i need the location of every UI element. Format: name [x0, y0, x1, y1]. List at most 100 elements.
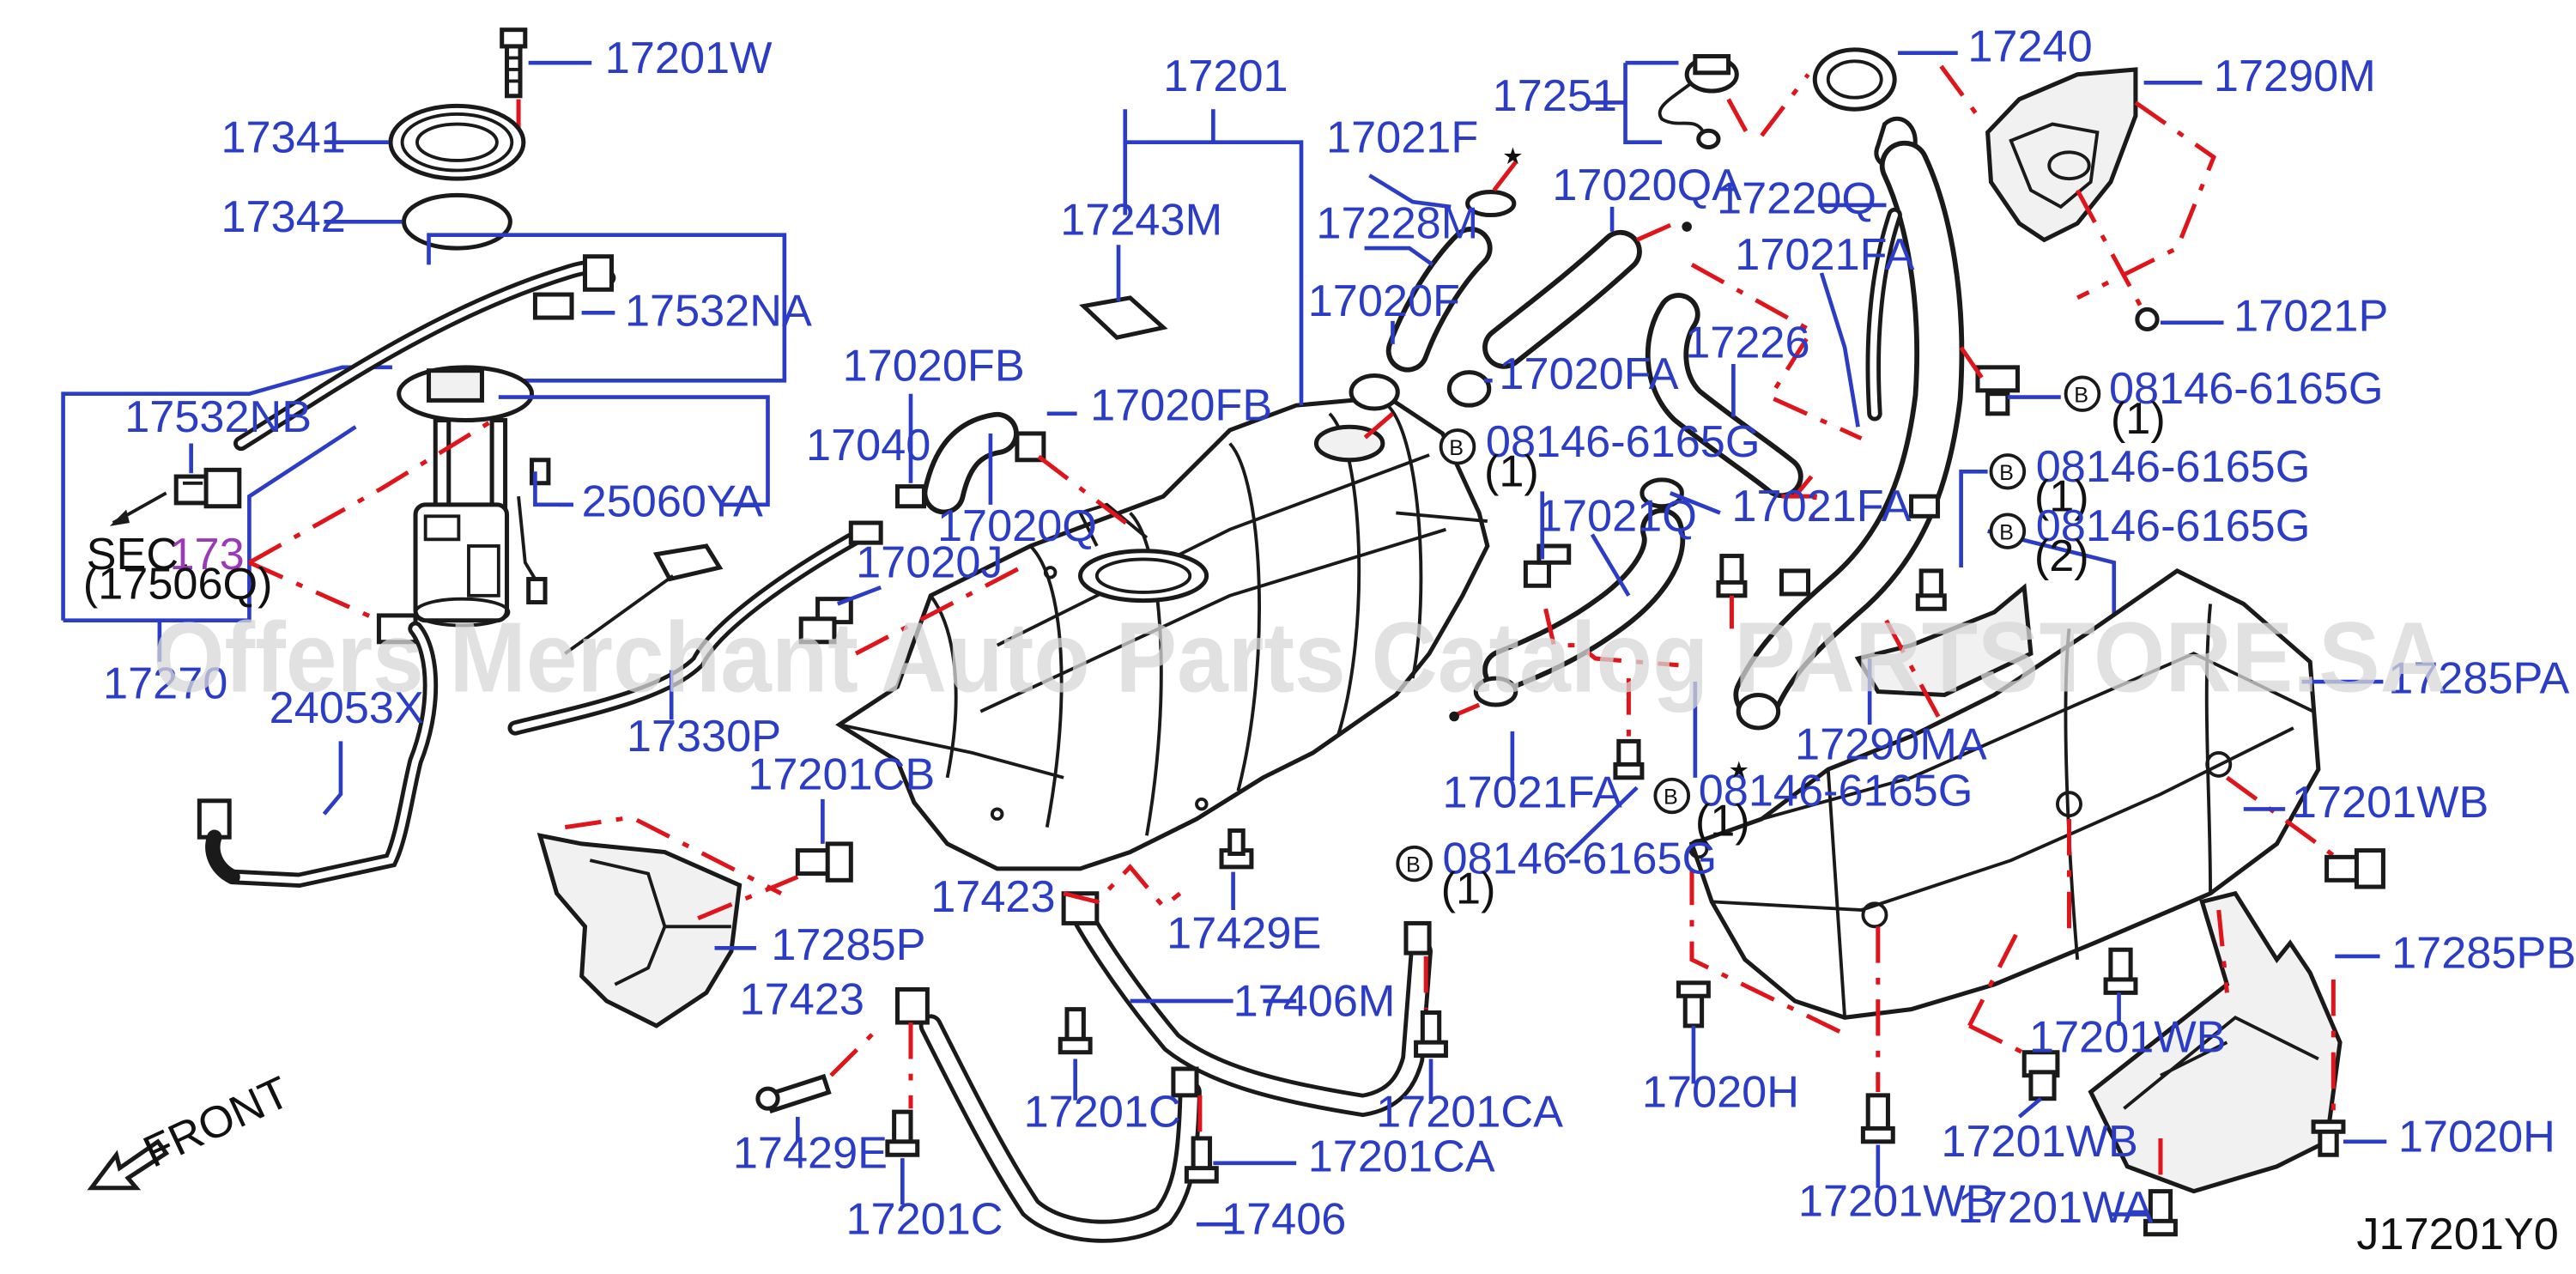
label-08146-e: 08146-6165G: [1699, 767, 1973, 816]
label-17201wb-a: 17201WB: [2292, 778, 2489, 828]
label-17020fb-b: 17020FB: [1090, 381, 1272, 431]
figure-id: J17201Y0: [2356, 1210, 2558, 1259]
label-17201: 17201: [1163, 52, 1288, 101]
bolt-17201wa: [2143, 1189, 2178, 1237]
label-17251: 17251: [1493, 71, 1617, 121]
label-qty-b: (1): [1484, 447, 1539, 497]
label-17020j: 17020J: [856, 538, 1003, 588]
label-17423-a: 17423: [930, 872, 1055, 922]
label-17021q: 17021Q: [1537, 492, 1697, 542]
bolt-17020h-2: [2311, 1119, 2346, 1157]
label-17429e-a: 17429E: [1167, 908, 1321, 958]
label-17201w: 17201W: [605, 33, 773, 83]
label-17020h-b: 17020H: [2398, 1112, 2555, 1162]
label-08146-c: 08146-6165G: [2036, 442, 2311, 492]
strap-17406: [894, 987, 1202, 1243]
label-qty-e: (1): [1695, 796, 1750, 846]
front-label: FRONT: [136, 1067, 298, 1177]
bolt-17020h-1: [1676, 980, 1711, 1028]
under-cover-17285pa: [1688, 568, 2321, 1020]
bolt-b-4: [1915, 568, 1947, 611]
label-17406m: 17406M: [1233, 976, 1396, 1026]
gasket-17342: [401, 192, 512, 251]
fuel-pump-group: [61, 27, 787, 889]
filler-neck-17220q: [1733, 47, 1965, 731]
label-17228m: 17228M: [1316, 199, 1478, 249]
label-qty-d: (2): [2034, 531, 2089, 581]
label-17532na: 17532NA: [625, 287, 812, 337]
b-letter-2: B: [1449, 436, 1464, 460]
label-17285pa: 17285PA: [2388, 654, 2569, 704]
bolt-17201c-2: [885, 1109, 920, 1157]
label-17270: 17270: [103, 658, 227, 708]
label-17423-b: 17423: [740, 975, 864, 1025]
filler-hose-group: [1349, 190, 1803, 707]
label-17021fa-b: 17021FA: [1731, 482, 1911, 531]
bolt-17429e-1: [1219, 828, 1254, 870]
label-17020fb-a: 17020FB: [843, 341, 1025, 391]
label-17021fa-a: 17021FA: [1735, 230, 1914, 280]
label-08146-f: 08146-6165G: [1443, 834, 1718, 884]
label-17020qa: 17020QA: [1552, 161, 1742, 210]
b-letter-5: B: [1664, 786, 1678, 810]
hose-17020q: [894, 411, 1046, 515]
label-25060ya: 25060YA: [582, 476, 763, 526]
heat-shield-17290m: [1985, 67, 2138, 243]
bolt-17201wb-1: [2324, 848, 2385, 889]
label-17285pb: 17285PB: [2391, 929, 2576, 979]
shield-17285pb: [2088, 890, 2343, 1194]
b-letter-6: B: [1406, 853, 1421, 877]
b-letter-1: B: [2074, 383, 2088, 407]
fuel-pump-17040: [397, 365, 551, 628]
label-17201cb: 17201CB: [748, 749, 935, 799]
label-17429e-b: 17429E: [733, 1129, 888, 1179]
b-letter-4: B: [1999, 520, 2014, 544]
b-letter-3: B: [1999, 461, 2014, 485]
label-17220q: 17220Q: [1717, 174, 1876, 224]
bolt-17201wb-4: [2021, 1050, 2060, 1101]
label-17021f: 17021F: [1326, 112, 1478, 162]
label-17330p: 17330P: [627, 712, 781, 761]
lock-ring-17341: [388, 103, 526, 181]
label-qty-f: (1): [1441, 864, 1496, 913]
label-08146-b: 08146-6165G: [1486, 417, 1761, 467]
label-sec: SEC.: [87, 530, 191, 579]
bolt-17201c-1: [1058, 1007, 1093, 1055]
label-qty-c: (1): [2034, 472, 2089, 522]
label-17020f: 17020F: [1308, 276, 1460, 326]
label-17021fa-c: 17021FA: [1443, 768, 1622, 818]
bolt-17201cb: [795, 841, 853, 883]
label-17020h-a: 17020H: [1642, 1067, 1799, 1117]
label-sec-number: 173: [169, 530, 244, 579]
label-17240: 17240: [1967, 21, 2092, 71]
label-17532nb: 17532NB: [124, 392, 312, 442]
label-17243m: 17243M: [1060, 196, 1222, 246]
label-17201wb-c: 17201WB: [1941, 1117, 2138, 1167]
label-08146-d: 08146-6165G: [2036, 501, 2311, 551]
filler-cap-17251: [1658, 54, 1739, 150]
label-08146-a: 08146-6165G: [2109, 364, 2384, 414]
label-17290ma: 17290MA: [1795, 720, 1987, 770]
fuel-level-sensor: [564, 543, 724, 655]
label-17201wb-d: 17201WB: [1798, 1177, 1996, 1227]
label-17342: 17342: [221, 192, 346, 242]
bolt-b-2: [1523, 543, 1572, 588]
star-marker-2: ★: [1729, 757, 1749, 783]
label-17040: 17040: [806, 421, 930, 470]
label-17226: 17226: [1685, 318, 1809, 367]
label-17406: 17406: [1221, 1195, 1346, 1245]
label-17201ca-a: 17201CA: [1376, 1088, 1563, 1138]
bolt-17201ca-2: [1184, 1136, 1219, 1184]
bracket-17285p: [536, 833, 742, 1028]
label-17201c-b: 17201C: [846, 1195, 1003, 1245]
bolt-b-6: [1613, 738, 1645, 780]
label-17201c-a: 17201C: [1024, 1088, 1181, 1138]
b-circle-icon: [1396, 375, 2101, 883]
heat-shield-17290ma: [1854, 583, 2034, 697]
label-24053x: 24053X: [270, 683, 424, 733]
bolt-b-1: [1975, 365, 2020, 416]
bolt-17201w: [500, 27, 528, 99]
star-marker-1: ★: [1502, 143, 1523, 169]
label-17341: 17341: [221, 112, 346, 162]
